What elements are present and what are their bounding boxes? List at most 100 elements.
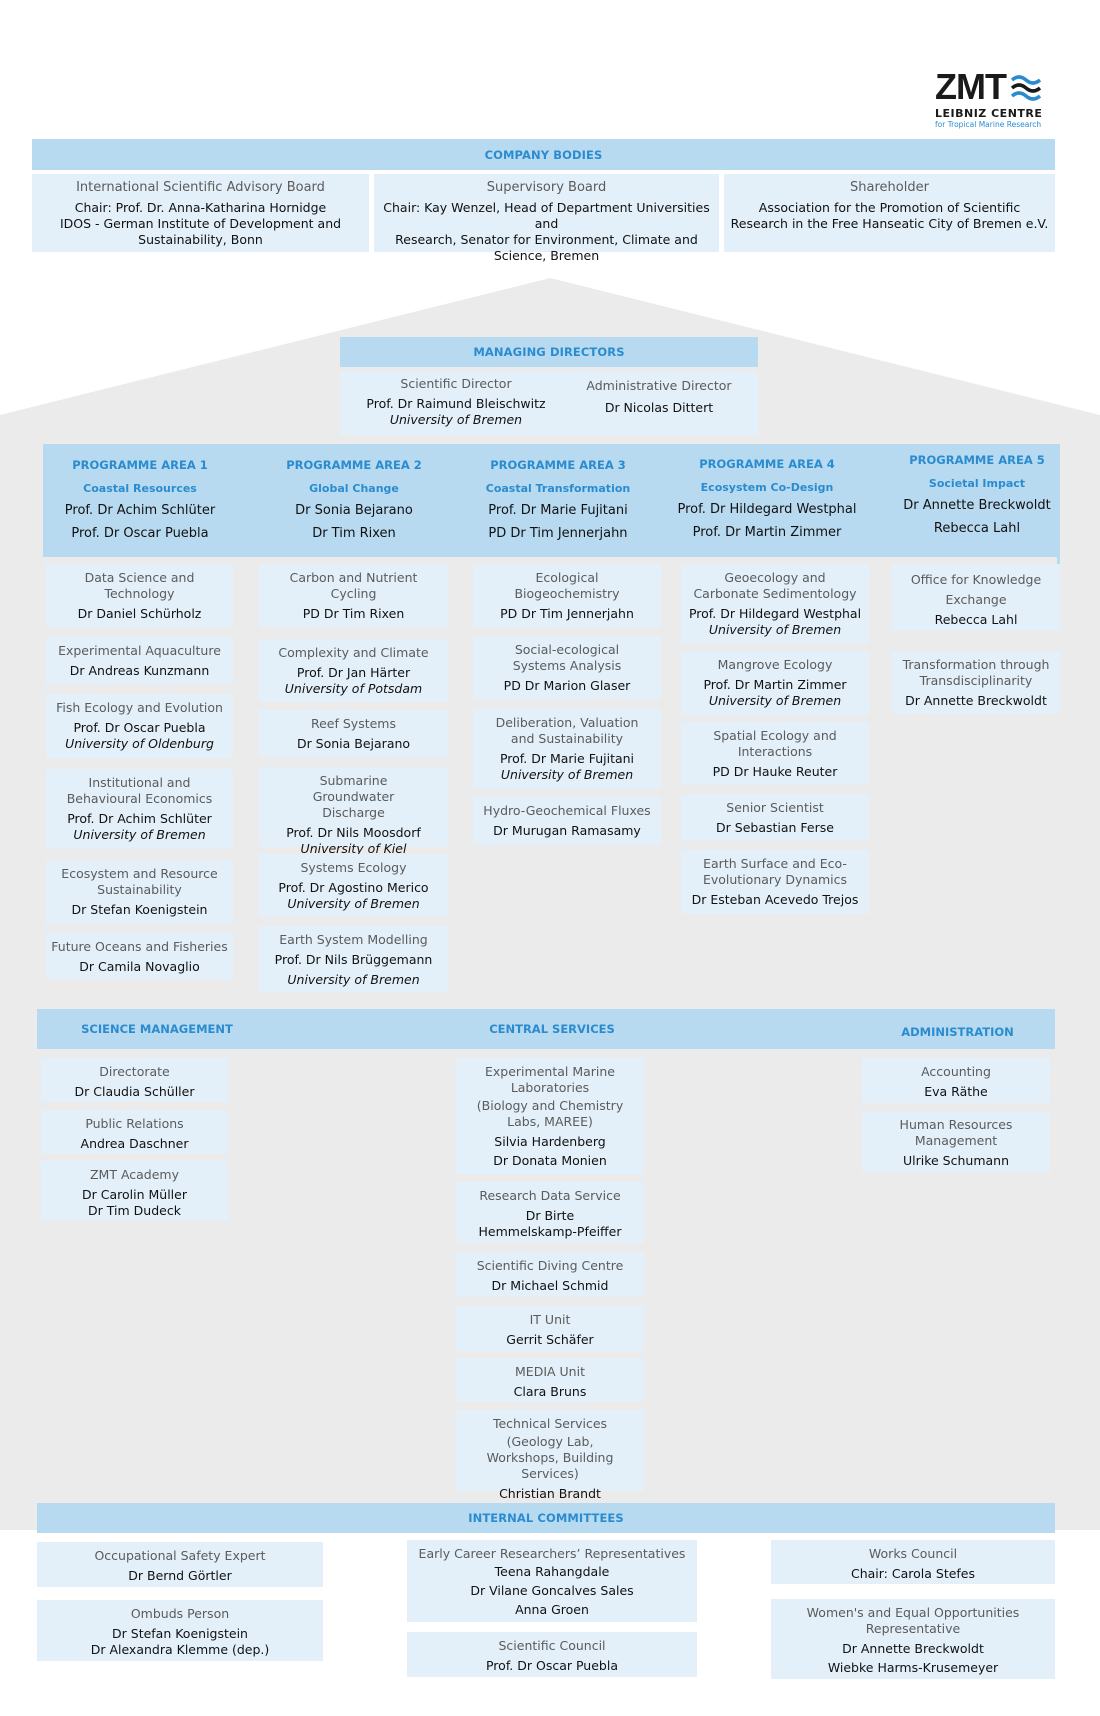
- unit-title: Accounting: [921, 1064, 991, 1079]
- unit-title: Experimental Marine Laboratories: [485, 1064, 615, 1095]
- wave-icon: [1010, 75, 1042, 101]
- central-services-header: CENTRAL SERVICES: [489, 1022, 615, 1036]
- unit-box: Research Data Service Dr Birte Hemmelska…: [456, 1182, 644, 1243]
- unit-title: Complexity and Climate: [278, 645, 429, 660]
- administrative-director: Administrative Director Dr Nicolas Ditte…: [586, 376, 731, 430]
- programme-area-label: PROGRAMME AREA 3: [490, 458, 626, 472]
- unit-name: Dr Claudia Schüller: [74, 1084, 195, 1099]
- unit-box: Accounting Eva Räthe: [862, 1058, 1050, 1103]
- committee-title: Ombuds Person: [130, 1606, 230, 1621]
- unit-box: Transformation through Transdisciplinari…: [892, 651, 1060, 714]
- programme-areas-band-edge: [1057, 444, 1060, 570]
- programme-area-subtitle: Global Change: [309, 482, 399, 495]
- unit-name: Prof. Dr Agostino Merico: [278, 880, 429, 895]
- committee-name: Prof. Dr Oscar Puebla: [485, 1658, 618, 1673]
- board-title: International Scientific Advisory Board: [76, 180, 325, 195]
- unit-box: Earth Surface and Eco-Evolutionary Dynam…: [681, 850, 869, 914]
- unit-box: IT Unit Gerrit Schäfer: [456, 1306, 644, 1351]
- unit-name: PD Dr Tim Jennerjahn: [500, 606, 634, 621]
- scientific-director: Scientific Director Prof. Dr Raimund Ble…: [366, 376, 545, 430]
- committee-title: Works Council: [868, 1546, 958, 1561]
- unit-name: PD Dr Marion Glaser: [503, 678, 631, 693]
- unit-title: Scientific Diving Centre: [476, 1258, 624, 1273]
- unit-affiliation: University of Bremen: [708, 622, 842, 637]
- programme-area-label: PROGRAMME AREA 2: [286, 458, 422, 472]
- programme-area-label: PROGRAMME AREA 5: [909, 453, 1045, 467]
- director-affiliation: University of Bremen: [389, 412, 523, 427]
- unit-name: Ulrike Schumann: [902, 1153, 1010, 1168]
- committee-name: Dr Stefan Koenigstein: [112, 1626, 248, 1641]
- logo-line1: LEIBNIZ CENTRE: [935, 107, 1043, 120]
- board-title: Shareholder: [850, 180, 929, 195]
- unit-box: Carbon and Nutrient Cycling PD Dr Tim Ri…: [259, 564, 448, 627]
- unit-name: Prof. Dr Jan Härter: [296, 665, 411, 680]
- programme-area-lead: Dr Sonia Bejarano: [295, 503, 413, 518]
- unit-title: Ecosystem and Resource Sustainability: [61, 866, 218, 897]
- unit-name: Dr Sebastian Ferse: [716, 820, 834, 835]
- unit-name: Dr Andreas Kunzmann: [69, 663, 210, 678]
- programme-area-5-header: PROGRAMME AREA 5 Societal Impact Dr Anne…: [888, 453, 1066, 536]
- unit-name: Rebecca Lahl: [934, 612, 1018, 627]
- board-title: Supervisory Board: [486, 180, 607, 195]
- unit-box: Submarine Groundwater Discharge Prof. Dr…: [259, 767, 448, 856]
- unit-box: Institutional and Behavioural Economics …: [46, 769, 233, 849]
- unit-box: ZMT Academy Dr Carolin Müller Dr Tim Dud…: [41, 1161, 228, 1221]
- unit-title: Research Data Service: [479, 1188, 621, 1203]
- unit-title: Mangrove Ecology: [717, 657, 833, 672]
- programme-area-subtitle: Societal Impact: [928, 477, 1026, 490]
- unit-affiliation: University of Bremen: [287, 972, 420, 987]
- unit-name: Dr Murugan Ramasamy: [493, 823, 641, 838]
- director-name: Prof. Dr Raimund Bleischwitz: [366, 396, 546, 411]
- unit-affiliation: University of Kiel: [300, 841, 407, 856]
- advisory-board-box: International Scientific Advisory Board …: [32, 174, 369, 252]
- unit-affiliation: University of Bremen: [287, 896, 420, 911]
- board-line: IDOS - German Institute of Development a…: [59, 216, 342, 231]
- programme-area-subtitle: Coastal Transformation: [485, 482, 631, 495]
- committee-name: Chair: Carola Stefes: [850, 1566, 976, 1581]
- unit-name: Prof. Dr Hildegard Westphal: [688, 606, 862, 621]
- unit-name: Prof. Dr Nils Brüggemann: [274, 952, 433, 967]
- supervisory-board-box: Supervisory Board Chair: Kay Wenzel, Hea…: [374, 174, 719, 263]
- internal-committees-header: INTERNAL COMMITTEES: [37, 1503, 1055, 1533]
- committee-title: Women's and Equal Opportunities Represen…: [806, 1605, 1020, 1636]
- unit-box: Earth System Modelling Prof. Dr Nils Brü…: [259, 926, 448, 992]
- unit-name: Eva Räthe: [924, 1084, 988, 1099]
- unit-name: Christian Brandt: [499, 1486, 601, 1501]
- unit-name: Gerrit Schäfer: [506, 1332, 594, 1347]
- unit-box: Fish Ecology and Evolution Prof. Dr Osca…: [46, 694, 233, 758]
- unit-title: Social-ecological Systems Analysis: [512, 642, 622, 673]
- unit-title: Office for Knowledge Exchange: [910, 572, 1042, 607]
- committee-name: Wiebke Harms-Krusemeyer: [827, 1660, 999, 1675]
- committee-name: Dr Annette Breckwoldt: [842, 1641, 984, 1656]
- unit-name: Prof. Dr Marie Fujitani: [499, 751, 635, 766]
- committee-title: Scientific Council: [498, 1638, 606, 1653]
- unit-name: Andrea Daschner: [80, 1136, 189, 1151]
- unit-name: Prof. Dr Martin Zimmer: [703, 677, 847, 692]
- committee-box: Early Career Researchers’ Representative…: [407, 1540, 697, 1622]
- unit-name: Silvia Hardenberg: [494, 1134, 606, 1149]
- unit-affiliation: University of Bremen: [708, 693, 842, 708]
- committee-name: Dr Vilane Goncalves Sales: [470, 1583, 634, 1598]
- unit-name: Dr Birte: [525, 1208, 575, 1223]
- programme-area-lead: Prof. Dr Marie Fujitani: [488, 503, 628, 518]
- unit-box: Senior Scientist Dr Sebastian Ferse: [681, 794, 869, 841]
- unit-affiliation: University of Oldenburg: [65, 736, 214, 751]
- committee-name: Anna Groen: [515, 1602, 589, 1617]
- unit-box: Ecosystem and Resource Sustainability Dr…: [46, 860, 233, 924]
- committee-title: Occupational Safety Expert: [94, 1548, 266, 1563]
- unit-box: Public Relations Andrea Daschner: [41, 1110, 228, 1154]
- unit-title: Public Relations: [85, 1116, 184, 1131]
- unit-name: Hemmelskamp-Pfeiffer: [478, 1224, 622, 1239]
- unit-title: Earth Surface and Eco-Evolutionary Dynam…: [702, 856, 848, 887]
- zmt-logo: ZMT LEIBNIZ CENTRE for Tropical Marine R…: [935, 68, 1075, 130]
- board-line: Association for the Promotion of Scienti…: [758, 200, 1021, 215]
- director-title: Administrative Director: [586, 378, 732, 393]
- director-title: Scientific Director: [400, 376, 512, 391]
- unit-title: Institutional and Behavioural Economics: [66, 775, 213, 806]
- unit-name: Dr Sonia Bejarano: [296, 736, 411, 751]
- unit-name: PD Dr Tim Rixen: [302, 606, 405, 621]
- unit-box: Ecological Biogeochemistry PD Dr Tim Jen…: [473, 564, 661, 627]
- unit-note: (Geology Lab, Workshops, Building Servic…: [486, 1434, 614, 1481]
- unit-title: Geoecology and Carbonate Sedimentology: [693, 570, 857, 601]
- unit-name: Dr Annette Breckwoldt: [905, 693, 1047, 708]
